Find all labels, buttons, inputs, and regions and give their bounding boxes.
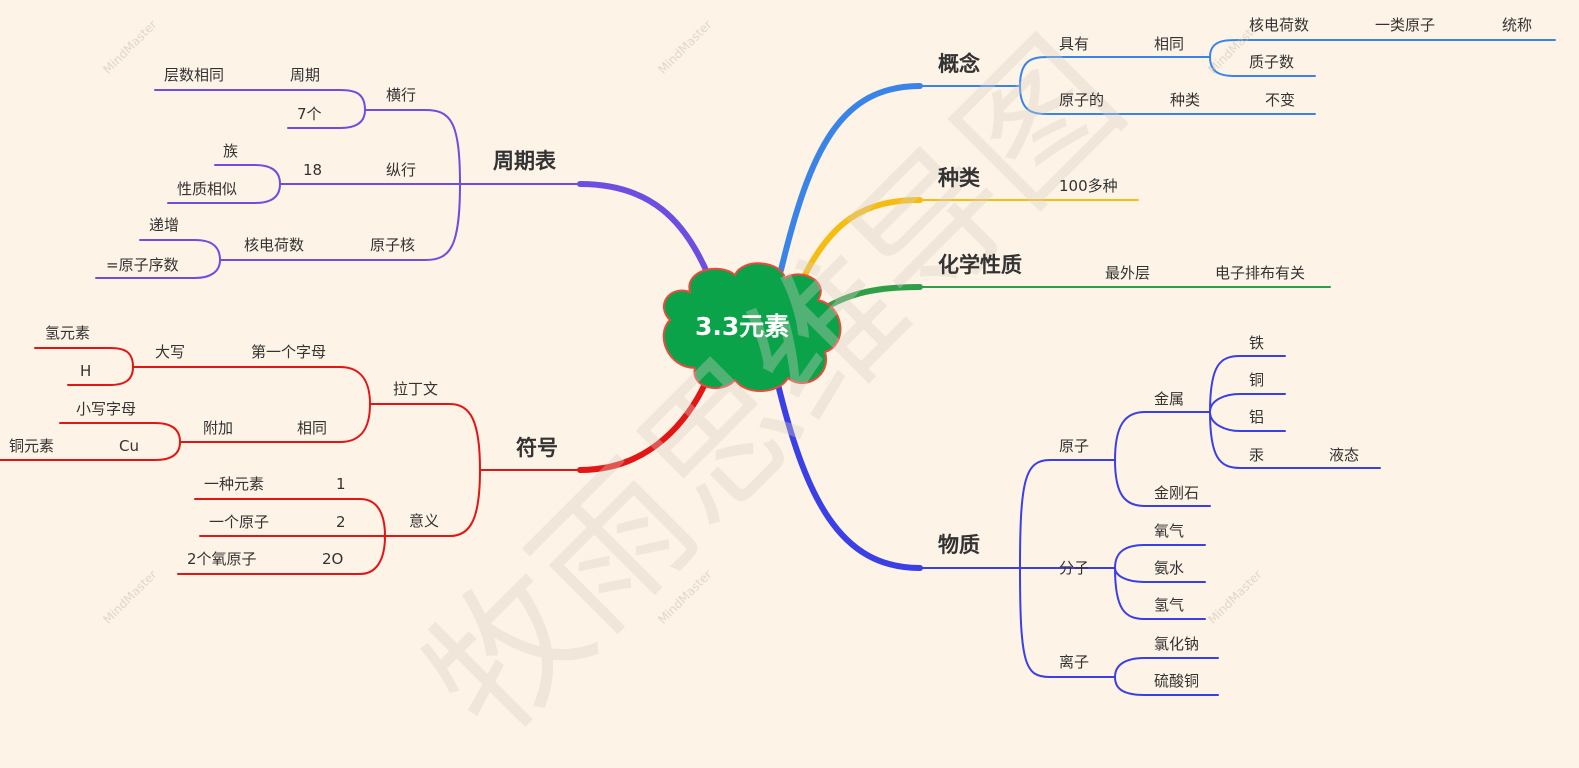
concept-node: 不变 (1265, 91, 1296, 109)
symbol-node: H (80, 362, 92, 380)
matter-node: 分子 (1059, 559, 1090, 577)
periodic-node: 18 (303, 161, 323, 179)
branch-types-title: 种类 (938, 166, 980, 190)
branch-chem-lines (819, 284, 1331, 313)
symbol-node: 一种元素 (204, 475, 265, 493)
concept-node: 原子的 (1059, 91, 1105, 109)
matter-node: 金刚石 (1154, 484, 1200, 502)
matter-node: 金属 (1154, 390, 1185, 408)
matter-node: 铜 (1249, 371, 1265, 389)
matter-node: 铝 (1249, 408, 1265, 426)
matter-node: 氢气 (1154, 596, 1185, 614)
symbol-node: 铜元素 (9, 437, 55, 455)
symbol-node: 氢元素 (45, 324, 91, 342)
matter-node: 氨水 (1154, 559, 1185, 577)
periodic-node: 层数相同 (164, 66, 225, 84)
symbol-node: Cu (119, 437, 139, 455)
matter-node: 硫酸铜 (1154, 672, 1200, 690)
symbol-node: 1 (336, 475, 346, 493)
periodic-node: 递增 (149, 216, 180, 234)
periodic-node: 横行 (386, 86, 417, 104)
symbol-node: 意义 (409, 512, 440, 530)
concept-node: 质子数 (1249, 53, 1295, 71)
branch-periodic-lines (95, 89, 712, 280)
concept-node: 种类 (1170, 91, 1201, 109)
concept-node: 相同 (1154, 35, 1185, 53)
concept-node: 统称 (1502, 16, 1533, 34)
symbol-node: 拉丁文 (393, 380, 439, 398)
periodic-node: 性质相似 (177, 180, 238, 198)
periodic-node: 族 (223, 142, 239, 160)
symbol-node: 大写 (155, 343, 186, 361)
branch-symbol-title: 符号 (516, 436, 558, 460)
branch-matter-lines (772, 355, 1381, 696)
periodic-node: 原子核 (370, 236, 416, 254)
periodic-node: 纵行 (386, 161, 417, 179)
mind-map-canvas (0, 39, 1556, 696)
branch-periodic-title: 周期表 (493, 149, 556, 173)
concept-node: 一类原子 (1375, 16, 1436, 34)
center-title: 3.3元素 (695, 312, 790, 341)
matter-node: 铁 (1249, 334, 1265, 352)
matter-node: 离子 (1059, 653, 1090, 671)
center-cloud (662, 262, 842, 392)
symbol-node: 一个原子 (209, 513, 270, 531)
branch-symbol-lines (0, 347, 712, 575)
branch-concept-lines (778, 39, 1556, 273)
symbol-node: 小写字母 (76, 400, 137, 418)
symbol-node: 相同 (297, 419, 328, 437)
types-node: 100多种 (1059, 177, 1118, 195)
branch-matter-title: 物质 (938, 533, 980, 557)
concept-node: 具有 (1059, 35, 1090, 53)
periodic-node: 核电荷数 (244, 236, 305, 254)
symbol-node: 2 (336, 513, 346, 531)
matter-node: 液态 (1329, 446, 1360, 464)
branch-concept-title: 概念 (938, 52, 980, 76)
chem-node: 电子排布有关 (1215, 264, 1306, 282)
periodic-node: 周期 (290, 66, 321, 84)
branch-types-lines (797, 197, 1139, 288)
matter-node: 氧气 (1154, 522, 1185, 540)
matter-node: 原子 (1059, 437, 1090, 455)
concept-node: 核电荷数 (1249, 16, 1310, 34)
symbol-node: 2O (322, 550, 344, 568)
symbol-node: 第一个字母 (251, 343, 327, 361)
symbol-node: 2个氧原子 (187, 550, 257, 568)
matter-node: 氯化钠 (1154, 635, 1200, 653)
periodic-node: =原子序数 (106, 256, 179, 274)
chem-node: 最外层 (1105, 264, 1151, 282)
branch-chem-title: 化学性质 (938, 253, 1022, 277)
periodic-node: 7个 (297, 105, 322, 123)
symbol-node: 附加 (203, 419, 234, 437)
matter-node: 汞 (1249, 446, 1265, 464)
